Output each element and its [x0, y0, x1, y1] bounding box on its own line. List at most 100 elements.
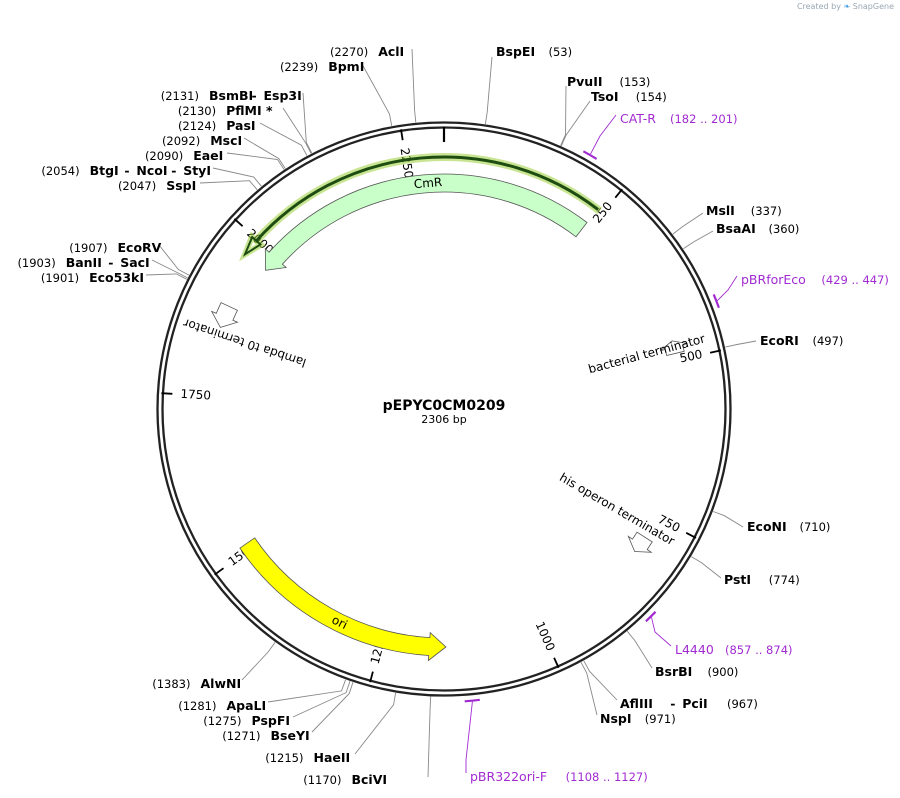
- primer-leader: [716, 275, 738, 302]
- tick-mark: [709, 349, 722, 354]
- tick-mark: [400, 129, 404, 141]
- snapgene-logo-icon: ❧: [843, 2, 851, 11]
- enzyme-site-alwni[interactable]: (1383)AlwNI: [152, 642, 276, 691]
- feature-lambda-t0-terminator[interactable]: [210, 302, 239, 328]
- primer-arc: [712, 293, 720, 309]
- enzyme-leader: [311, 682, 354, 733]
- enzyme-site-eco53ki[interactable]: (1901)Eco53kI: [41, 270, 188, 285]
- enzyme-site-bcivi[interactable]: (1170)BciVI: [303, 696, 432, 787]
- plasmid-name[interactable]: pEPYC0CM0209: [383, 398, 506, 414]
- enzyme-separator: -: [171, 163, 176, 178]
- primer-name: L4440: [675, 642, 714, 657]
- enzyme-name: BsaAI: [716, 221, 756, 236]
- primer-range: (429 .. 447): [821, 273, 889, 287]
- enzyme-site-bpmi[interactable]: (2239)BpmI: [280, 59, 393, 126]
- enzyme-site-msci[interactable]: (2092)MscI: [162, 133, 286, 169]
- primer-l4440[interactable]: L4440(857 .. 874): [645, 611, 793, 657]
- enzyme-site-bspei[interactable]: BspEI(53): [484, 44, 572, 125]
- primer-arc: [582, 150, 598, 160]
- enzyme-leader: [560, 85, 567, 146]
- feature-arrow: [264, 173, 588, 271]
- primer-catr[interactable]: CAT-R(182 .. 201): [582, 111, 738, 160]
- enzyme-name: ApaLI: [227, 698, 267, 713]
- enzyme-site-msli[interactable]: MslI(337): [672, 203, 782, 235]
- enzyme-site-ecorv[interactable]: (1907)EcoRV: [69, 240, 190, 276]
- feature-ori[interactable]: [239, 537, 447, 662]
- tick-mark: [233, 218, 244, 227]
- primer-arc: [464, 698, 480, 703]
- enzyme-name: PflMI *: [226, 103, 273, 118]
- enzyme-site-nspi[interactable]: NspI(971): [580, 662, 676, 726]
- enzyme-position: (2270): [330, 45, 368, 59]
- primer-pbr322orif[interactable]: pBR322ori-F(1108 .. 1127): [464, 698, 648, 784]
- enzyme-leader: [354, 692, 397, 755]
- enzyme-position: (2090): [145, 149, 183, 163]
- enzyme-site-tsoi[interactable]: TsoI(154): [560, 89, 667, 147]
- enzyme-name: PvuII: [567, 74, 603, 89]
- feature-bacterial-terminator[interactable]: [660, 340, 688, 356]
- enzyme-site-bsmbi[interactable]: (2131)BsmBI-Esp3I: [161, 88, 313, 154]
- tick-label: 1750: [180, 387, 211, 403]
- backbone-outer-strand: [156, 121, 732, 697]
- enzyme-site-ecori[interactable]: EcoRI(497): [725, 333, 843, 348]
- enzyme-separator: -: [108, 255, 113, 270]
- enzyme-leader: [672, 212, 704, 235]
- enzyme-leader: [411, 48, 417, 123]
- enzyme-position: (2130): [178, 104, 216, 118]
- primer-leader: [465, 701, 473, 773]
- enzyme-name: StyI: [183, 163, 211, 178]
- enzyme-position: (1215): [265, 751, 303, 765]
- feature-arrow: [239, 537, 447, 662]
- enzyme-name: PspFI: [252, 713, 291, 728]
- enzyme-site-banii[interactable]: (1903)BanII-SacI: [17, 255, 188, 279]
- enzyme-leader: [212, 167, 262, 187]
- enzyme-position: (1275): [203, 714, 241, 728]
- primer-range: (1108 .. 1127): [566, 770, 648, 784]
- enzyme-site-haeii[interactable]: (1215)HaeII: [265, 692, 397, 765]
- enzyme-site-afliii[interactable]: AflIII-PciI(967): [583, 660, 758, 711]
- enzyme-site-eaei[interactable]: (2090) EaeI: [145, 148, 285, 170]
- enzyme-site-pasi[interactable]: (2124)PasI: [178, 118, 308, 156]
- enzyme-name: EcoRV: [118, 240, 162, 255]
- enzyme-leader: [683, 230, 714, 250]
- enzyme-site-bseyi[interactable]: (1271)BseYI: [222, 682, 354, 743]
- enzyme-leader: [361, 63, 393, 126]
- enzyme-position: (710): [800, 520, 831, 534]
- enzyme-site-bsaai[interactable]: BsaAI(360): [683, 221, 799, 250]
- enzyme-site-pvuii[interactable]: PvuII(153): [560, 74, 651, 146]
- plasmid-size: 2306 bp: [421, 413, 466, 426]
- enzyme-name: BtgI: [90, 163, 119, 178]
- enzyme-leader: [427, 696, 432, 778]
- enzyme-name: BsmBI: [209, 88, 253, 103]
- enzyme-site-bsrbi[interactable]: BsrBI(900): [626, 630, 738, 679]
- enzyme-site-psti[interactable]: PstI(774): [691, 556, 800, 587]
- enzyme-position: (774): [769, 573, 800, 587]
- tick-mark: [161, 392, 173, 395]
- enzyme-name: SspI: [166, 178, 196, 193]
- enzyme-name: BanII: [66, 255, 102, 270]
- enzyme-site-apali[interactable]: (1281)ApaLI: [178, 679, 347, 713]
- enzyme-name: NspI: [600, 711, 632, 726]
- enzyme-site-sspi[interactable]: (2047) SspI: [118, 178, 258, 193]
- enzyme-site-pspfi[interactable]: (1275) PspFI: [203, 681, 351, 728]
- enzyme-position: (2092): [162, 134, 200, 148]
- enzyme-position: (2047): [118, 179, 156, 193]
- enzyme-site-acli[interactable]: (2270)AclI: [330, 44, 417, 123]
- enzyme-site-btgi[interactable]: (2054)BtgI-NcoI-StyI: [41, 163, 262, 187]
- enzyme-leader: [199, 180, 258, 191]
- primer-pbrforeco[interactable]: pBRforEco(429 .. 447): [712, 272, 889, 309]
- enzyme-name: EcoNI: [747, 519, 787, 534]
- enzyme-site-pflmi[interactable]: (2130) PflMI *: [178, 103, 312, 154]
- feature-cmr[interactable]: [238, 153, 603, 271]
- enzyme-position: (1903): [17, 256, 55, 270]
- enzyme-name: AflIII: [620, 696, 653, 711]
- enzyme-name: BciVI: [352, 772, 388, 787]
- enzyme-leader: [145, 273, 188, 280]
- feature-his-operon-terminator[interactable]: [627, 531, 653, 553]
- enzyme-name: BseYI: [271, 728, 310, 743]
- watermark-brand: SnapGene: [852, 2, 894, 11]
- enzyme-site-econi[interactable]: EcoNI (710): [713, 511, 831, 535]
- enzyme-leader: [226, 152, 285, 170]
- enzyme-separator: -: [252, 88, 257, 103]
- enzyme-name: EaeI: [193, 148, 223, 163]
